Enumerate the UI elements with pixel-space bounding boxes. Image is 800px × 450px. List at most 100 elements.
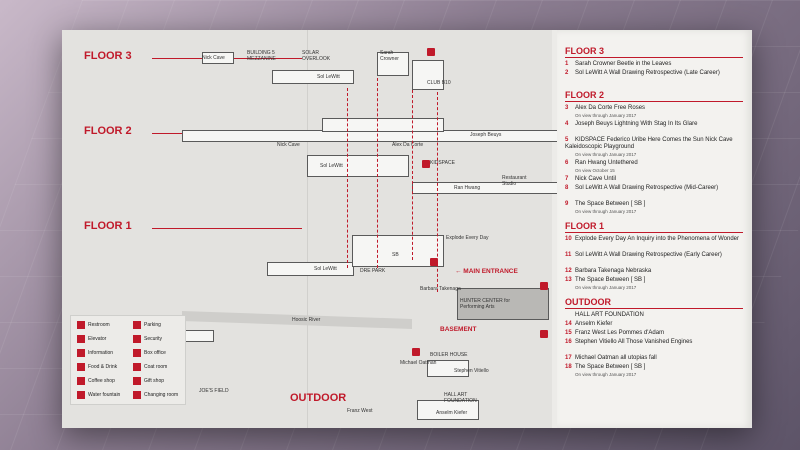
main-entrance-label: ← MAIN ENTRANCE <box>455 268 518 275</box>
directory-heading-floor1: FLOOR 1 <box>565 221 605 231</box>
joes-field-text: JOE'S FIELD <box>199 388 229 394</box>
coffee-icon <box>77 377 85 385</box>
directory-item-number: 13 <box>565 277 572 283</box>
gift-shop-icon <box>133 377 141 385</box>
legend-label: Food & Drink <box>88 364 118 370</box>
directory-item-text: The Space Between [ SB ] <box>575 277 646 283</box>
floor-3-label: FLOOR 3 <box>84 50 132 62</box>
directory-item-text: Sol LeWitt A Wall Drawing Retrospective … <box>575 70 720 76</box>
anselm-text: Anselm Kiefer <box>436 410 468 416</box>
floor-3-building <box>272 70 354 84</box>
directory-item-text: Ran Hwang Untethered <box>575 160 638 166</box>
directory-heading-floor3: FLOOR 3 <box>565 46 605 56</box>
sarah-crowner-text: Sarah Crowner <box>380 50 399 62</box>
legend-item: Elevator <box>77 335 106 343</box>
connector-dash-1 <box>347 88 349 268</box>
floor-1-central <box>352 235 444 267</box>
floor-1-west-wing <box>267 262 354 276</box>
club-b10-text: CLUB B10 <box>427 80 451 86</box>
hall-foundation-block <box>417 400 479 420</box>
legend-item: Information <box>77 349 113 357</box>
legend-label: Security <box>144 336 163 342</box>
food-icon <box>77 363 85 371</box>
connector-dash-2 <box>377 78 379 268</box>
directory-item-text: The Space Between [ SB ] <box>575 364 646 370</box>
ran-hwang-text: Ran Hwang <box>454 185 481 191</box>
parking-icon <box>540 330 548 338</box>
directory-item-text: Stephen Vitiello All Those Vanished Engi… <box>575 339 693 345</box>
boiler-house-block <box>427 360 469 377</box>
nick-cave-top-block <box>202 52 234 64</box>
directory-item-note: On view through January 2017 <box>575 285 637 290</box>
directory-item-number: 17 <box>565 355 572 361</box>
legend-label: Restroom <box>88 322 110 328</box>
legend-label: Coat room <box>144 364 168 370</box>
directory-item-number: 8 <box>565 185 569 191</box>
solar-overlook-text: SOLAR OVERLOOK <box>302 50 331 62</box>
alex-da-corte-text: Alex Da Corte <box>392 142 424 148</box>
basement-label: BASEMENT <box>440 326 477 333</box>
legend-item: Restroom <box>77 321 110 329</box>
legend-item: Parking <box>133 321 161 329</box>
legend-item: Coat room <box>133 363 167 371</box>
michael-text: Michael Oatman <box>400 360 437 366</box>
floor-1-label: FLOOR 1 <box>84 220 132 232</box>
legend-item: Security <box>133 335 162 343</box>
directory-item-number: 3 <box>565 105 569 111</box>
parking-icon <box>540 282 548 290</box>
dre-park-text: DRE PARK <box>360 268 386 274</box>
legend-item: Coffee shop <box>77 377 115 385</box>
legend-label: Information <box>88 350 114 356</box>
directory-item-note: On view through January 2017 <box>575 113 637 118</box>
sol-lewitt-1-text: Sol LeWitt <box>314 266 337 272</box>
directory-item-note: On view through January 2017 <box>575 209 637 214</box>
elevator-icon <box>412 348 420 356</box>
legend-label: Gift shop <box>144 378 165 384</box>
information-icon <box>77 349 85 357</box>
directory-item-number: 16 <box>565 339 572 345</box>
directory-rule <box>565 232 743 233</box>
directory-item-text: KIDSPACE Federico Uribe Here Comes the S… <box>565 137 733 150</box>
directory-item-number: 1 <box>565 61 569 67</box>
floor-2-lower-block <box>307 155 409 177</box>
kidspace-text: KIDSPACE <box>430 160 455 166</box>
directory-item-note: On view through January 2017 <box>575 152 637 157</box>
club-b10-block <box>412 60 444 90</box>
river-text: Hoosic River <box>292 317 321 323</box>
directory-item-number: 11 <box>565 252 572 258</box>
directory-item-number: 15 <box>565 330 572 336</box>
directory-item: HALL ART FOUNDATION <box>565 312 745 319</box>
restaurant-studio-text: Restaurant Studio <box>502 175 527 187</box>
directory-item-number: 9 <box>565 201 569 207</box>
floor-2-label: FLOOR 2 <box>84 125 132 137</box>
museum-map-brochure: FLOOR 3 FLOOR 2 FLOOR 1 OUTDOOR Nick Cav… <box>62 30 752 428</box>
water-icon <box>77 391 85 399</box>
explode-text: Explode Every Day <box>446 235 489 241</box>
directory-rule <box>565 308 743 309</box>
directory-rule <box>565 101 743 102</box>
legend-label: Changing room <box>144 392 179 398</box>
directory-item-text: Franz West Les Pommes d'Adam <box>575 330 665 336</box>
restroom-icon <box>427 48 435 56</box>
legend-item: Gift shop <box>133 377 164 385</box>
directory-item-text: Sarah Crowner Beetle in the Leaves <box>575 61 672 67</box>
directory-item-note: On view through January 2017 <box>575 372 637 377</box>
elevator-icon <box>77 335 85 343</box>
directory-item-number: 14 <box>565 321 572 327</box>
changing-room-icon <box>133 391 141 399</box>
legend-item: Food & Drink <box>77 363 117 371</box>
legend-label: Box office <box>144 350 166 356</box>
security-icon <box>133 335 141 343</box>
